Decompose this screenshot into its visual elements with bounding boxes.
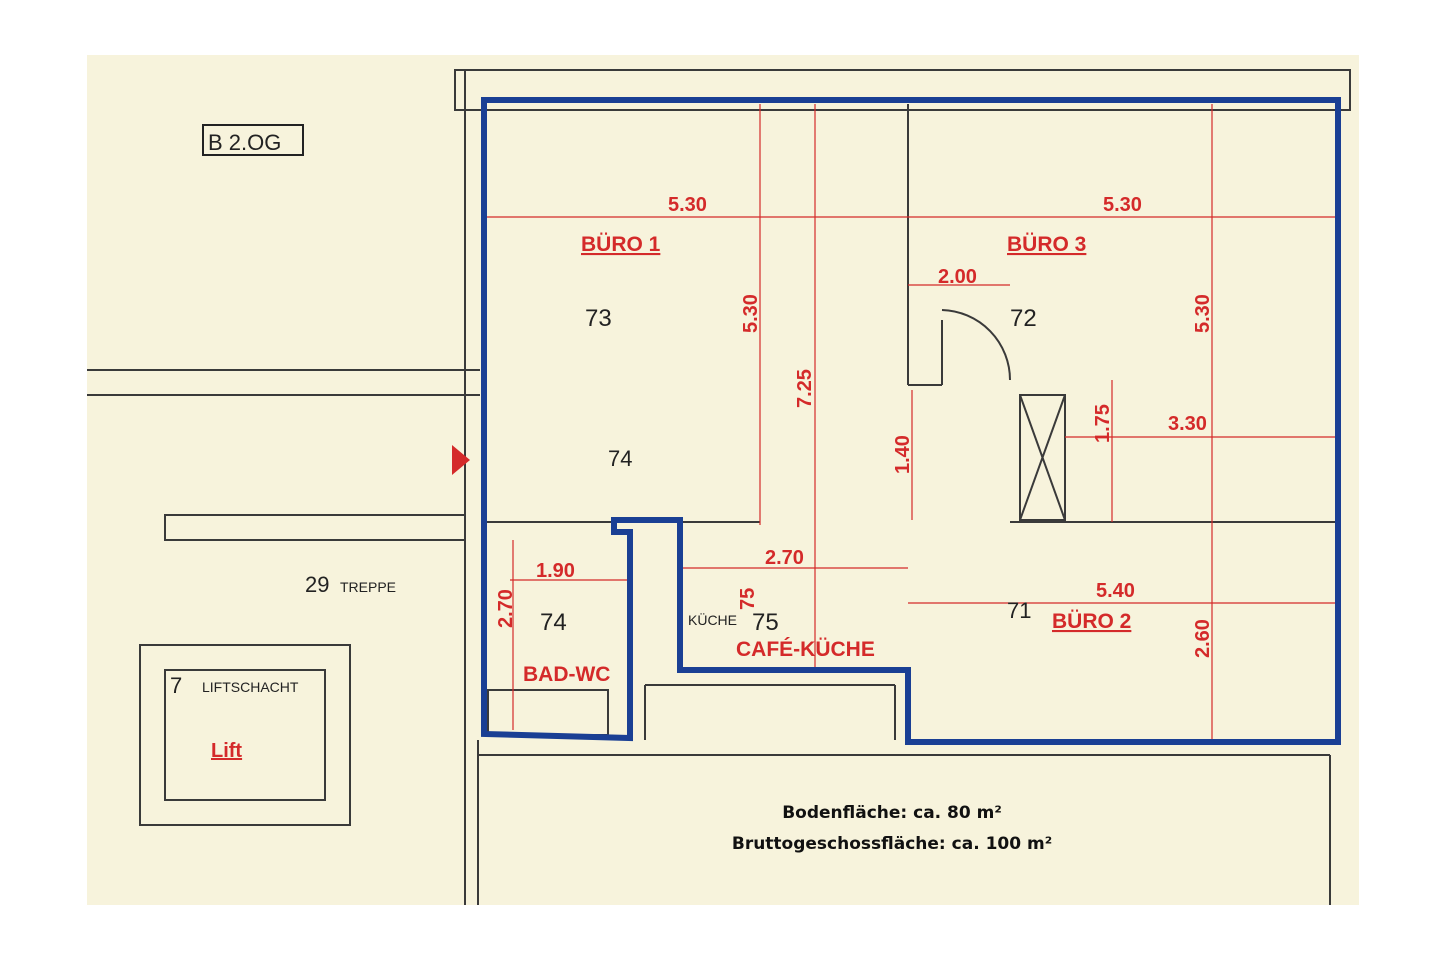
dimension: 2.00 bbox=[938, 266, 977, 288]
floor-label-box bbox=[202, 124, 304, 156]
dimension: 7.25 bbox=[794, 369, 816, 408]
dimension: 5.30 bbox=[1192, 294, 1214, 333]
dimension: 5.30 bbox=[668, 194, 707, 216]
dimension: 2.60 bbox=[1192, 619, 1214, 658]
room-label-bad-wc: BAD-WC bbox=[523, 663, 610, 686]
unit-outline bbox=[481, 97, 1341, 745]
room-number-buero-3: 72 bbox=[1010, 305, 1037, 332]
dimension: 2.70 bbox=[765, 547, 804, 569]
room-label-buero-2: BÜRO 2 bbox=[1052, 610, 1131, 633]
room-label-buero-3: BÜRO 3 bbox=[1007, 233, 1086, 256]
plan-paper bbox=[87, 55, 1359, 905]
room-label-cafe-kueche: CAFÉ-KÜCHE bbox=[736, 638, 875, 661]
room-number-buero-1: 73 bbox=[585, 305, 612, 332]
kitchen-label: KÜCHE bbox=[688, 611, 737, 628]
stair-number: 29 bbox=[305, 572, 329, 597]
floor-label: B 2.OG bbox=[208, 130, 281, 155]
dimension-lines bbox=[484, 104, 1338, 740]
dimension: 5.30 bbox=[740, 294, 762, 333]
dimension: 75 bbox=[737, 588, 759, 610]
lift-shaft-number: 7 bbox=[170, 673, 182, 698]
dimension: 1.75 bbox=[1092, 404, 1114, 443]
room-number-corridor: 74 bbox=[608, 446, 632, 471]
dimension: 5.40 bbox=[1096, 580, 1135, 602]
room-label-buero-1: BÜRO 1 bbox=[581, 233, 661, 256]
room-number-buero-2: 71 bbox=[1007, 598, 1031, 623]
dimension: 1.40 bbox=[892, 435, 914, 474]
dimension: 2.70 bbox=[495, 589, 517, 628]
plan-walls bbox=[87, 69, 1351, 905]
gross-area: Bruttogeschossfläche: ca. 100 m² bbox=[732, 834, 1052, 854]
room-number-bad: 74 bbox=[540, 609, 567, 636]
lift-label: Lift bbox=[211, 740, 242, 762]
dimension: 3.30 bbox=[1168, 413, 1207, 435]
floor-area: Bodenfläche: ca. 80 m² bbox=[782, 803, 1002, 823]
room-number-kueche: 75 bbox=[752, 609, 779, 636]
dimension: 1.90 bbox=[536, 560, 575, 582]
entrance-arrow-icon bbox=[452, 445, 470, 475]
dimension: 5.30 bbox=[1103, 194, 1142, 216]
stair-label: TREPPE bbox=[340, 579, 396, 595]
lift-shaft-label: LIFTSCHACHT bbox=[202, 679, 299, 695]
